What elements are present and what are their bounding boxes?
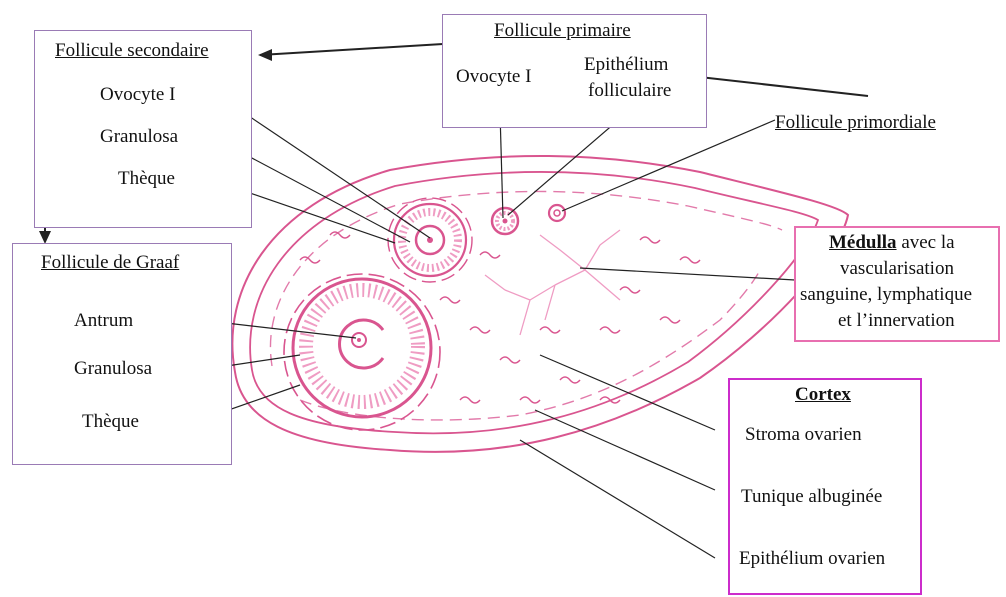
graaf-antrum xyxy=(340,320,383,368)
leader-lines xyxy=(200,98,795,558)
graaf-theque-label: Thèque xyxy=(82,411,139,434)
graaf-antrum-label: Antrum xyxy=(74,310,133,333)
primordiale-title: Follicule primordiale xyxy=(775,112,936,135)
medulla-title: Médulla xyxy=(829,232,897,253)
primordiale-oocyte xyxy=(554,210,560,216)
secondaire-ovocyte-label: Ovocyte I xyxy=(100,84,175,107)
secondaire-title: Follicule secondaire xyxy=(55,40,209,63)
primordiale-follicle xyxy=(549,205,565,221)
primaire-epithelium-label-1: Epithélium xyxy=(584,54,668,77)
secondaire-theque-label: Thèque xyxy=(118,168,175,191)
graaf-oocyte-nucleus xyxy=(357,338,361,342)
tunique-albuginee-line xyxy=(270,191,782,366)
stroma-marks xyxy=(300,232,700,403)
cortex-tunique-label: Tunique albuginée xyxy=(741,486,882,509)
medulla-line-2: vascularisation xyxy=(840,258,954,281)
graaf-theque xyxy=(293,279,431,417)
medulla-line-1: Médulla avec la xyxy=(829,232,955,255)
cortex-title: Cortex xyxy=(795,384,851,407)
cortex-epithelium-label: Epithélium ovarien xyxy=(739,548,885,571)
medulla-line-3: sanguine, lymphatique xyxy=(800,284,972,307)
medulla-vessels xyxy=(485,230,620,335)
secondaire-granulosa-label: Granulosa xyxy=(100,126,178,149)
medulla-line-4: et l’innervation xyxy=(838,310,955,333)
primaire-epithelium-label-2: folliculaire xyxy=(588,80,671,103)
primaire-title: Follicule primaire xyxy=(494,20,631,43)
medulla-line-1-rest: avec la xyxy=(897,232,955,253)
graaf-granulosa-label: Granulosa xyxy=(74,358,152,381)
primaire-oocyte xyxy=(503,219,508,224)
graaf-title: Follicule de Graaf xyxy=(41,252,179,275)
cortex-stroma-label: Stroma ovarien xyxy=(745,424,862,447)
primaire-ovocyte-label: Ovocyte I xyxy=(456,66,531,89)
